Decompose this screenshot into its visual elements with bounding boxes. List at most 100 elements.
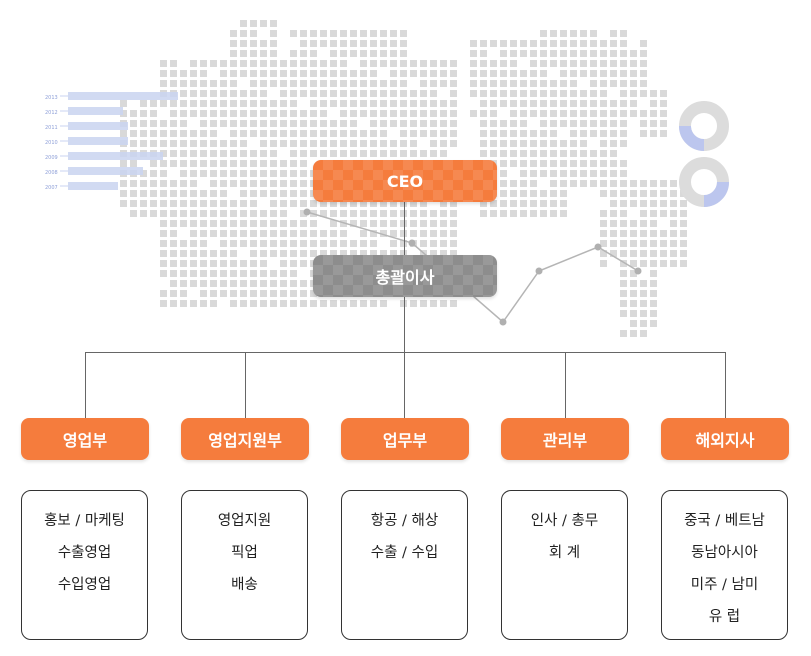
map-dot: [290, 150, 297, 157]
map-dot: [310, 200, 317, 207]
map-dot: [520, 50, 527, 57]
map-dot: [190, 150, 197, 157]
map-dot: [270, 170, 277, 177]
map-dot: [280, 280, 287, 287]
year-tick-label: 2009: [45, 155, 58, 161]
year-tick-label: 2011: [45, 125, 58, 131]
map-dot: [350, 240, 357, 247]
map-dot: [280, 250, 287, 257]
map-dot: [310, 250, 317, 257]
map-dot: [290, 290, 297, 297]
map-dot: [620, 160, 627, 167]
map-dot: [450, 110, 457, 117]
map-dot: [360, 200, 367, 207]
map-dot: [210, 280, 217, 287]
map-dot: [380, 250, 387, 257]
map-dot: [250, 110, 257, 117]
map-dot: [270, 250, 277, 257]
map-dot: [300, 300, 307, 307]
map-dot: [290, 280, 297, 287]
map-dot: [360, 30, 367, 37]
map-dot: [590, 150, 597, 157]
map-dot: [550, 120, 557, 127]
map-dot: [320, 90, 327, 97]
map-dot: [450, 60, 457, 67]
horizontal-connector: [85, 352, 725, 353]
map-dot: [620, 40, 627, 47]
map-dot: [360, 230, 367, 237]
map-dot: [220, 190, 227, 197]
map-dot: [570, 40, 577, 47]
map-dot: [500, 170, 507, 177]
map-dot: [330, 140, 337, 147]
map-dot: [160, 220, 167, 227]
map-dot: [250, 170, 257, 177]
map-dot: [240, 260, 247, 267]
map-dot: [380, 200, 387, 207]
map-dot: [570, 50, 577, 57]
map-dot: [280, 210, 287, 217]
map-dot: [340, 90, 347, 97]
map-dot: [660, 190, 667, 197]
map-dot: [580, 180, 587, 187]
map-dot: [490, 120, 497, 127]
map-dot: [280, 300, 287, 307]
map-dot: [250, 190, 257, 197]
map-dot: [300, 180, 307, 187]
map-dot: [370, 120, 377, 127]
map-dot: [590, 180, 597, 187]
map-dot: [240, 140, 247, 147]
map-dot: [280, 190, 287, 197]
map-dot: [480, 150, 487, 157]
map-dot: [420, 60, 427, 67]
map-dot: [330, 50, 337, 57]
map-dot: [280, 240, 287, 247]
map-dot: [300, 110, 307, 117]
map-dot: [510, 190, 517, 197]
map-dot: [420, 230, 427, 237]
map-dot: [550, 40, 557, 47]
map-dot: [250, 270, 257, 277]
map-dot: [630, 100, 637, 107]
map-dot: [480, 110, 487, 117]
map-dot: [430, 140, 437, 147]
map-dot: [660, 210, 667, 217]
map-dot: [510, 140, 517, 147]
map-dot: [340, 250, 347, 257]
map-dot: [530, 60, 537, 67]
map-dot: [310, 90, 317, 97]
map-dot: [130, 210, 137, 217]
map-dot: [220, 220, 227, 227]
map-dot: [420, 210, 427, 217]
map-dot: [320, 60, 327, 67]
map-dot: [400, 90, 407, 97]
map-dot: [400, 200, 407, 207]
dept-sales-duties: 홍보 / 마케팅 수출영업 수입영업: [21, 490, 148, 640]
map-dot: [330, 30, 337, 37]
map-dot: [300, 200, 307, 207]
map-dot: [640, 200, 647, 207]
map-dot: [130, 140, 137, 147]
map-dot: [630, 310, 637, 317]
map-dot: [400, 110, 407, 117]
map-dot: [180, 300, 187, 307]
map-dot: [300, 90, 307, 97]
map-dot: [270, 130, 277, 137]
map-dot: [300, 210, 307, 217]
map-dot: [610, 190, 617, 197]
map-dot: [590, 110, 597, 117]
map-dot: [250, 90, 257, 97]
map-dot: [270, 190, 277, 197]
map-dot: [180, 260, 187, 267]
map-dot: [520, 110, 527, 117]
map-dot: [300, 140, 307, 147]
map-dot: [500, 130, 507, 137]
map-dot: [270, 70, 277, 77]
map-dot: [210, 80, 217, 87]
map-dot: [420, 200, 427, 207]
map-dot: [300, 280, 307, 287]
map-dot: [290, 80, 297, 87]
map-dot: [620, 130, 627, 137]
map-dot: [260, 170, 267, 177]
map-dot: [560, 150, 567, 157]
